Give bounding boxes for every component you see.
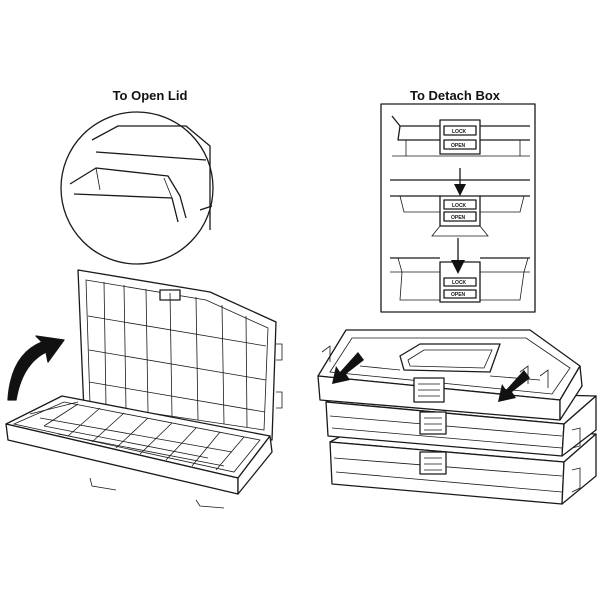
open-label: OPEN xyxy=(451,292,466,298)
detach-box-caption: To Detach Box xyxy=(409,88,501,103)
open-organizer-box xyxy=(5,269,283,509)
open-lid-caption: To Open Lid xyxy=(112,88,188,103)
down-arrow-icon xyxy=(451,260,465,274)
latch-step-3: LOCK OPEN xyxy=(390,238,530,303)
lock-label: LOCK xyxy=(452,203,467,209)
latch-step-2: LOCK OPEN xyxy=(390,168,530,237)
lid-latch-zoom-circle xyxy=(60,111,214,265)
open-label: OPEN xyxy=(451,143,466,149)
slide-arrow-left-icon xyxy=(332,352,364,384)
detach-steps-panel: LOCK OPEN LOCK OPEN LOCK OPEN xyxy=(380,103,536,313)
stacked-organizer-boxes xyxy=(317,329,597,505)
down-arrow-icon xyxy=(454,184,466,196)
lock-label: LOCK xyxy=(452,280,467,286)
lock-label: LOCK xyxy=(452,129,467,135)
open-label: OPEN xyxy=(451,215,466,221)
latch-step-1: LOCK OPEN xyxy=(391,115,530,157)
slide-arrow-right-icon xyxy=(498,370,530,402)
